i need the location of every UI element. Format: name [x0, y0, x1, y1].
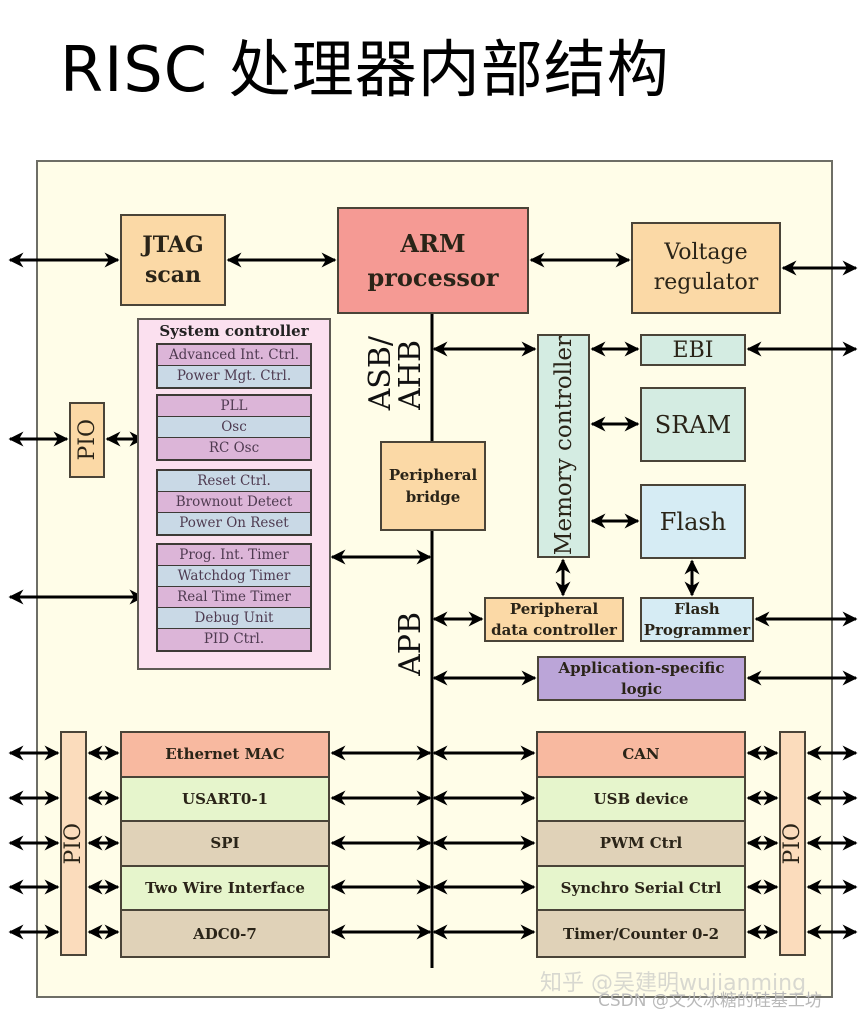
sram-block: SRAM [640, 387, 746, 462]
peripheral-adc: ADC0-7 [122, 911, 328, 956]
ebi-label: EBI [672, 337, 714, 363]
arm-label-line2: processor [367, 262, 499, 292]
sc-group-interrupt-power: Advanced Int. Ctrl. Power Mgt. Ctrl. [156, 343, 312, 389]
right-peripheral-stack: CAN USB device PWM Ctrl Synchro Serial C… [536, 731, 746, 958]
peripheral-data-controller-block: Peripheral data controller [484, 597, 624, 642]
flash-programmer-block: Flash Programmer [640, 597, 754, 642]
csdn-watermark: CSDN @文火冰糖的硅基工坊 [598, 991, 822, 1011]
sc-item-reset-ctrl: Reset Ctrl. [158, 471, 310, 492]
asl-label-line2: logic [620, 679, 663, 698]
sram-label: SRAM [654, 410, 732, 439]
peripheral-bridge-label-line1: Peripheral [388, 466, 478, 484]
pdc-label-line2: data controller [491, 620, 617, 639]
voltage-label-line2: regulator [653, 270, 759, 295]
peripheral-bridge-block: Peripheral bridge [380, 441, 486, 531]
sc-group-reset: Reset Ctrl. Brownout Detect Power On Res… [156, 469, 312, 536]
bus-label-apb: APB [393, 612, 428, 676]
voltage-regulator-block: Voltage regulator [631, 222, 781, 314]
pio-bottom-left-label: PIO [61, 822, 86, 865]
system-controller: System controller Advanced Int. Ctrl. Po… [137, 318, 331, 670]
bus-label-ahb: AHB [393, 340, 428, 410]
voltage-label-line1: Voltage [664, 240, 748, 265]
pio-bottom-right-label: PIO [780, 822, 805, 865]
ebi-block: EBI [640, 334, 746, 366]
peripheral-bridge-label-line2: bridge [405, 488, 461, 506]
page-title: RISC 处理器内部结构 [60, 33, 670, 106]
peripheral-usart: USART0-1 [122, 777, 328, 823]
sc-item-rc-osc: RC Osc [158, 438, 310, 459]
peripheral-two-wire-interface: Two Wire Interface [122, 866, 328, 912]
system-controller-title: System controller [159, 322, 309, 340]
peripheral-timer-counter: Timer/Counter 0-2 [538, 911, 744, 956]
pio-bottom-left-block: PIO [60, 731, 87, 956]
peripheral-can: CAN [538, 733, 744, 778]
sc-item-pid-ctrl: PID Ctrl. [158, 629, 310, 650]
pdc-label-line1: Peripheral [509, 599, 599, 618]
jtag-label-line1: JTAG [142, 232, 204, 258]
memory-controller-block: Memory controller [537, 334, 590, 558]
memory-controller-label: Memory controller [550, 336, 577, 556]
sc-item-brownout-detect: Brownout Detect [158, 492, 310, 513]
application-specific-logic-block: Application-specific logic [537, 656, 746, 701]
jtag-scan-block: JTAG scan [120, 214, 226, 306]
sc-item-pll: PLL [158, 396, 310, 417]
flash-block: Flash [640, 484, 746, 559]
sc-item-power-mgt-ctrl: Power Mgt. Ctrl. [158, 366, 310, 387]
sc-item-osc: Osc [158, 417, 310, 438]
bus-label-asb: ASB/ [363, 336, 398, 411]
arm-label-line1: ARM [400, 228, 466, 258]
asl-label-line1: Application-specific [558, 658, 725, 677]
pio-left-label: PIO [74, 419, 100, 461]
left-peripheral-stack: Ethernet MAC USART0-1 SPI Two Wire Inter… [120, 731, 330, 958]
flash-programmer-label-line1: Flash [674, 599, 720, 618]
pio-bottom-right-block: PIO [779, 731, 806, 956]
arm-processor-block: ARM processor [337, 207, 529, 314]
sc-item-advanced-int-ctrl: Advanced Int. Ctrl. [158, 345, 310, 366]
jtag-label-line2: scan [144, 262, 202, 288]
sc-item-power-on-reset: Power On Reset [158, 513, 310, 534]
peripheral-synchro-serial-ctrl: Synchro Serial Ctrl [538, 866, 744, 912]
flash-label: Flash [659, 507, 727, 536]
flash-programmer-label-line2: Programmer [643, 620, 751, 639]
peripheral-pwm-ctrl: PWM Ctrl [538, 822, 744, 867]
zhihu-watermark: 知乎 @吴建明wujianming [540, 971, 807, 996]
sc-item-real-time-timer: Real Time Timer [158, 587, 310, 608]
peripheral-spi: SPI [122, 822, 328, 867]
sc-item-prog-int-timer: Prog. Int. Timer [158, 545, 310, 566]
peripheral-ethernet-mac: Ethernet MAC [122, 733, 328, 778]
sc-group-clock: PLL Osc RC Osc [156, 394, 312, 461]
sc-item-debug-unit: Debug Unit [158, 608, 310, 629]
sc-item-watchdog-timer: Watchdog Timer [158, 566, 310, 587]
pio-left-block: PIO [69, 402, 105, 478]
peripheral-usb-device: USB device [538, 777, 744, 823]
sc-group-timers: Prog. Int. Timer Watchdog Timer Real Tim… [156, 543, 312, 652]
